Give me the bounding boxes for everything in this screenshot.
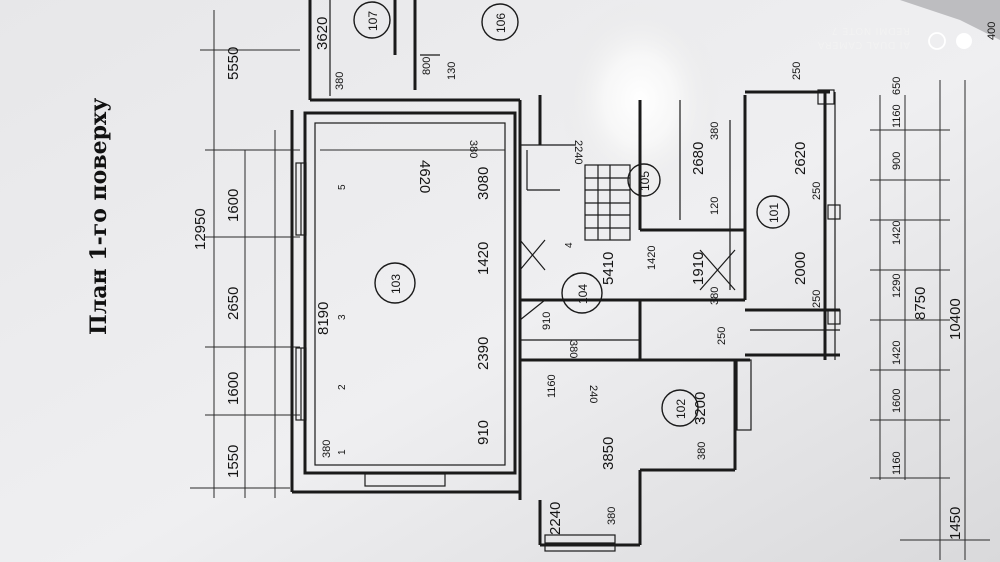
dim-1420: 1420 — [475, 242, 492, 275]
paper-edge-shadow — [900, 0, 1000, 40]
dim-800: 800 — [421, 57, 433, 75]
dim-380-h: 380 — [334, 72, 346, 90]
dim-2390: 2390 — [475, 337, 492, 370]
dim-bottom-1420-a: 1420 — [891, 341, 903, 365]
dim-250-b: 250 — [811, 182, 823, 200]
room-104-label: 104 — [576, 284, 590, 304]
camera-type-label: AI DUAL CAMERA — [817, 39, 910, 50]
dim-1160-c: 1160 — [546, 374, 558, 398]
dimension-labels: 12950 1550 1600 2650 1600 5550 3620 8190… — [192, 17, 964, 540]
dim-3620: 3620 — [314, 17, 331, 50]
dim-3080: 3080 — [475, 167, 492, 200]
dim-120: 120 — [709, 197, 721, 215]
dim-bottom-1420-b: 1420 — [891, 221, 903, 245]
dim-2620: 2620 — [792, 142, 809, 175]
dim-130: 130 — [446, 62, 458, 80]
room-102-label: 102 — [674, 399, 688, 419]
dim-overall-12950: 12950 — [192, 208, 209, 250]
dim-bottom-1290: 1290 — [891, 274, 903, 298]
dim-400: 400 — [986, 22, 998, 40]
room-107-label: 107 — [366, 11, 380, 31]
dim-bottom-1160-a: 1160 — [891, 451, 903, 475]
dim-2240-b: 2240 — [572, 140, 584, 164]
dim-1910: 1910 — [690, 252, 707, 285]
dim-8190: 8190 — [315, 302, 332, 335]
camera-dot-outline — [928, 32, 946, 50]
dim-left-1550: 1550 — [225, 445, 242, 478]
dim-250-d: 250 — [791, 62, 803, 80]
dim-3200: 3200 — [692, 392, 709, 425]
plan-title: План 1-го поверху — [86, 98, 112, 335]
room-labels — [353, 1, 790, 427]
dim-left-1600-b: 1600 — [225, 189, 242, 222]
room-106-label: 106 — [494, 13, 508, 33]
dim-bottom-1600: 1600 — [891, 389, 903, 413]
dim-3850: 3850 — [600, 437, 617, 470]
camera-dot-filled — [956, 33, 972, 49]
room-105-label: 105 — [638, 171, 652, 191]
dim-4620: 4620 — [416, 160, 433, 193]
dim-bottom-900: 900 — [891, 152, 903, 170]
dim-5410: 5410 — [600, 252, 617, 285]
dim-bottom-650: 650 — [891, 77, 903, 95]
dim-1420-c: 1420 — [646, 246, 658, 270]
dim-380-a: 380 — [321, 440, 333, 458]
room-101-label: 101 — [767, 203, 781, 223]
dim-left-2650: 2650 — [225, 287, 242, 320]
dim-10400: 10400 — [947, 298, 964, 340]
dim-2000: 2000 — [792, 252, 809, 285]
dim-380-b: 380 — [467, 140, 479, 158]
dim-5550: 5550 — [225, 47, 242, 80]
dim-250: 250 — [716, 327, 728, 345]
dim-bottom-1160-b: 1160 — [891, 104, 903, 128]
dim-240: 240 — [587, 385, 599, 403]
dim-910-b: 910 — [541, 312, 553, 330]
dim-2240: 2240 — [547, 502, 564, 535]
stair-step-numbers: 5 4 3 2 1 — [337, 184, 575, 455]
dim-2680: 2680 — [690, 142, 707, 175]
room-103-label: 103 — [389, 274, 403, 294]
dim-250-c: 250 — [811, 290, 823, 308]
dim-380-g: 380 — [709, 287, 721, 305]
dim-left-1600-a: 1600 — [225, 372, 242, 405]
dim-380-c: 380 — [567, 340, 579, 358]
step-1: 1 — [337, 449, 348, 455]
step-2: 2 — [337, 384, 348, 390]
dim-380-f: 380 — [709, 122, 721, 140]
dim-380-d: 380 — [696, 442, 708, 460]
step-4: 4 — [564, 242, 575, 248]
step-5: 5 — [337, 184, 348, 190]
step-3: 3 — [337, 314, 348, 320]
dim-1450: 1450 — [947, 507, 964, 540]
dim-380-e: 380 — [606, 507, 618, 525]
staircase — [584, 164, 631, 241]
camera-model-label: REDMI NOTE 7 — [831, 25, 910, 36]
dim-910: 910 — [475, 420, 492, 445]
dim-8750: 8750 — [912, 287, 929, 320]
floor-plan-drawing — [190, 0, 990, 560]
